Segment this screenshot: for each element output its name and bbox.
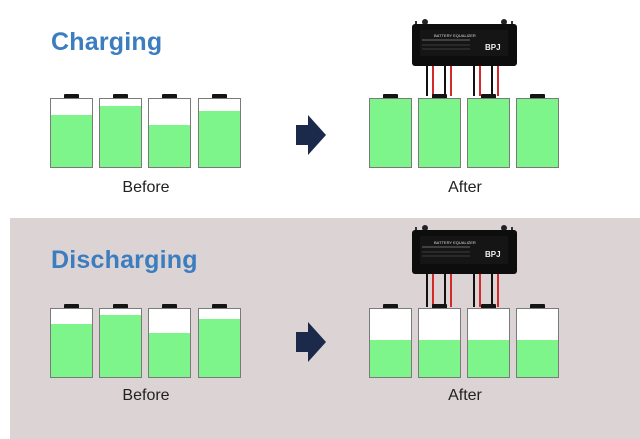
- discharging-before-battery-3: [148, 304, 191, 378]
- discharging-after-battery-2: [418, 304, 461, 378]
- discharging-after-battery-3: [467, 304, 510, 378]
- battery-equalizer-icon: BATTERY EQUALIZER BPJ: [412, 225, 517, 307]
- battery-fill: [419, 339, 460, 377]
- discharging-before-battery-4: [198, 304, 241, 378]
- discharging-after-battery-4: [516, 304, 559, 378]
- battery-fill: [419, 99, 460, 167]
- battery-fill: [199, 319, 240, 377]
- battery-fill: [468, 339, 509, 377]
- charging-before-battery-2: [99, 94, 142, 168]
- charging-before-battery-3: [148, 94, 191, 168]
- charging-after-label: After: [448, 179, 482, 196]
- charging-after-battery-1: [369, 94, 412, 168]
- battery-fill: [370, 99, 411, 167]
- discharging-title: Discharging: [51, 246, 198, 274]
- charging-before-label: Before: [122, 179, 170, 196]
- battery-fill: [468, 99, 509, 167]
- charging-title: Charging: [51, 28, 163, 56]
- battery-fill: [149, 124, 190, 167]
- battery-fill: [100, 106, 141, 167]
- battery-fill: [149, 333, 190, 377]
- battery-fill: [51, 323, 92, 377]
- charging-after-battery-4: [516, 94, 559, 168]
- equalizer-brand: BPJ: [485, 43, 501, 52]
- discharging-after-battery-1: [369, 304, 412, 378]
- battery-fill: [51, 115, 92, 167]
- right-arrow-icon: [296, 322, 326, 362]
- battery-fill: [100, 315, 141, 377]
- charging-after-battery-3: [467, 94, 510, 168]
- battery-fill: [517, 99, 558, 167]
- battery-equalizer-icon: BATTERY EQUALIZER BPJ: [412, 19, 517, 96]
- discharging-after-label: After: [448, 387, 482, 404]
- charging-section: Charging Before BATTERY EQUALIZER BPJ Af…: [0, 0, 640, 211]
- discharging-before-label: Before: [122, 387, 170, 404]
- equalizer-label: BATTERY EQUALIZER: [434, 240, 476, 245]
- equalizer-brand: BPJ: [485, 250, 501, 259]
- charging-after-battery-2: [418, 94, 461, 168]
- discharging-before-battery-1: [50, 304, 93, 378]
- charging-before-battery-1: [50, 94, 93, 168]
- discharging-before-battery-2: [99, 304, 142, 378]
- discharging-section: Discharging Before BATTERY EQUALIZER BPJ…: [10, 218, 640, 439]
- right-arrow-icon: [296, 115, 326, 155]
- equalizer-label: BATTERY EQUALIZER: [434, 33, 476, 38]
- charging-before-battery-4: [198, 94, 241, 168]
- battery-fill: [517, 339, 558, 377]
- battery-fill: [370, 339, 411, 377]
- battery-fill: [199, 110, 240, 167]
